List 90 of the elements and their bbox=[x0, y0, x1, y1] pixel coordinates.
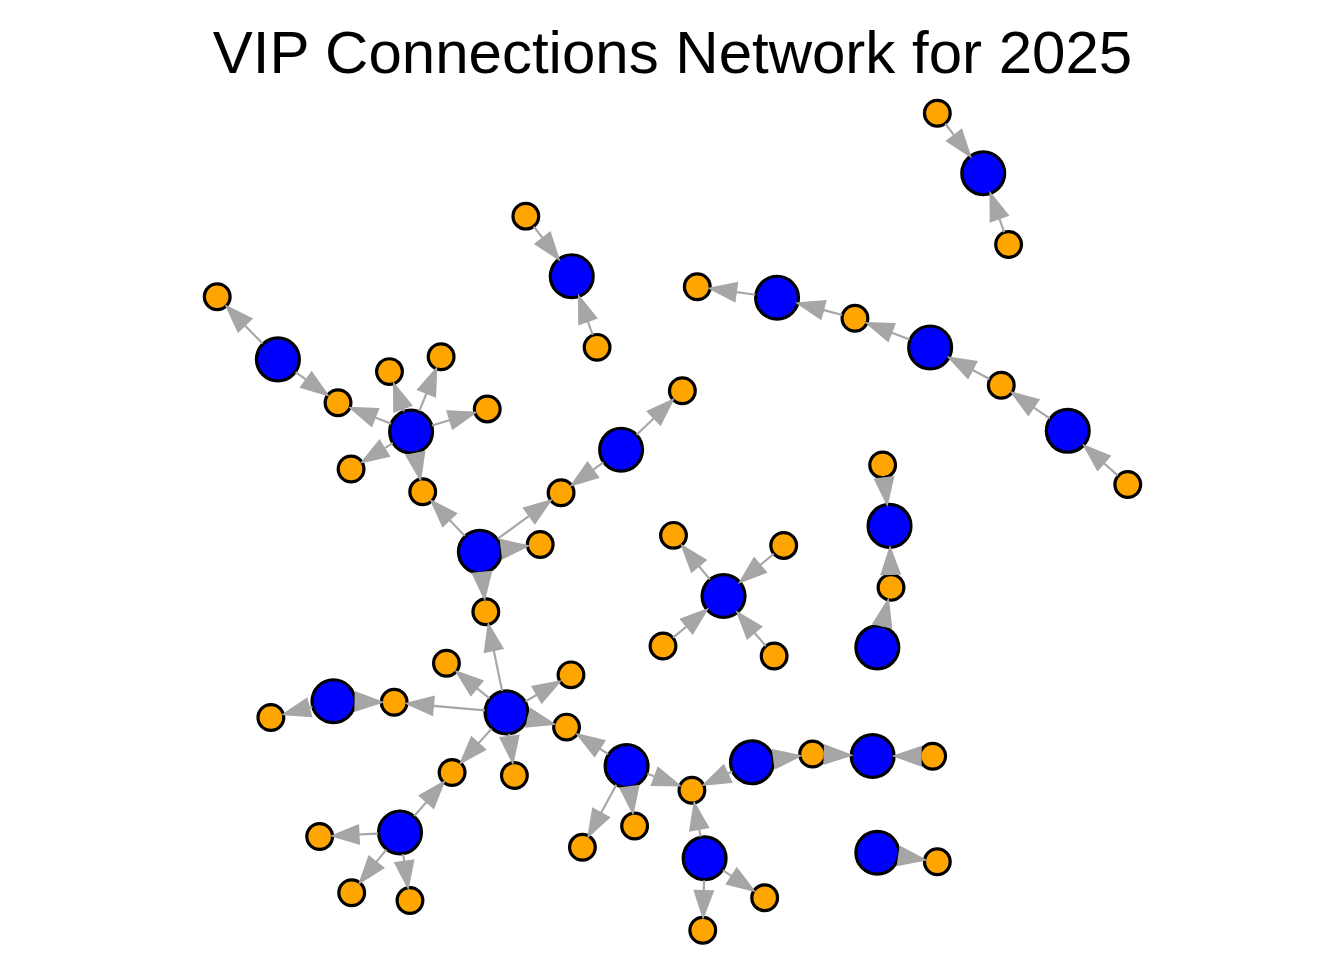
arrow bbox=[586, 784, 617, 839]
node-circle bbox=[759, 641, 789, 671]
arrow bbox=[944, 123, 972, 159]
arrow bbox=[646, 766, 682, 787]
node-circle bbox=[1112, 470, 1142, 499]
node-circle bbox=[687, 915, 717, 945]
node-circle bbox=[648, 631, 677, 661]
arrow bbox=[524, 679, 562, 705]
arrow bbox=[393, 853, 415, 891]
arrow bbox=[224, 304, 263, 345]
node-circle bbox=[922, 847, 952, 877]
diagram-title: VIP Connections Network for 2025 bbox=[212, 19, 1132, 87]
arrow bbox=[568, 460, 604, 487]
arrow bbox=[1008, 390, 1050, 420]
arrow bbox=[329, 824, 378, 845]
node-circle bbox=[667, 376, 697, 406]
node-circle bbox=[556, 660, 585, 690]
arrow bbox=[428, 498, 466, 537]
arrow bbox=[294, 370, 330, 397]
arrow bbox=[412, 779, 446, 817]
arrow bbox=[679, 543, 711, 581]
arrow bbox=[721, 866, 756, 893]
node-circle bbox=[681, 835, 728, 882]
node-circle bbox=[986, 370, 1016, 400]
arrow bbox=[359, 438, 393, 464]
node-circle bbox=[426, 342, 456, 372]
arrow bbox=[458, 728, 492, 766]
node-circle bbox=[840, 303, 869, 333]
node-circle bbox=[304, 821, 334, 851]
node-circle bbox=[525, 530, 555, 559]
arrow bbox=[688, 800, 710, 837]
node-circle bbox=[597, 426, 644, 473]
node-circle bbox=[336, 878, 366, 908]
arrow bbox=[1081, 443, 1119, 477]
arrow bbox=[794, 300, 842, 321]
node-circle bbox=[255, 703, 285, 732]
node-circle bbox=[376, 809, 423, 856]
node-circle bbox=[470, 597, 500, 627]
node-circle bbox=[548, 253, 595, 300]
arrow bbox=[431, 410, 478, 431]
node-circle bbox=[323, 388, 352, 418]
node-circle bbox=[993, 230, 1023, 259]
node-circle bbox=[619, 811, 649, 841]
node-circle bbox=[395, 886, 424, 915]
arrow bbox=[671, 607, 709, 639]
node-circle bbox=[749, 883, 779, 913]
node-circle bbox=[567, 832, 597, 862]
arrow bbox=[403, 695, 485, 717]
node-circle bbox=[753, 274, 800, 321]
node-circle bbox=[437, 758, 467, 787]
node-circle bbox=[700, 572, 747, 619]
arrow bbox=[706, 281, 755, 303]
node-circle bbox=[499, 761, 529, 790]
node-circle bbox=[658, 520, 688, 550]
arrow bbox=[737, 552, 774, 584]
arrow bbox=[532, 225, 560, 262]
node-circle bbox=[431, 648, 461, 678]
arrow bbox=[635, 397, 675, 436]
arrow bbox=[574, 732, 609, 758]
node-circle bbox=[202, 282, 232, 312]
node-circle bbox=[768, 530, 798, 560]
node-circle bbox=[374, 357, 404, 387]
node-circle bbox=[336, 454, 366, 484]
node-circle bbox=[379, 687, 409, 717]
node-circle bbox=[1044, 407, 1091, 454]
node-circle bbox=[546, 478, 576, 508]
arrow bbox=[496, 498, 553, 540]
arrow bbox=[347, 406, 392, 428]
arrow bbox=[989, 190, 1009, 233]
arrow bbox=[577, 293, 598, 336]
node-circle bbox=[472, 394, 502, 424]
node-circle bbox=[849, 732, 896, 779]
node-circle bbox=[682, 272, 712, 302]
node-circle bbox=[959, 150, 1006, 197]
node-circle bbox=[866, 502, 913, 549]
arrow bbox=[416, 366, 437, 412]
node-circle bbox=[922, 98, 952, 128]
node-circle bbox=[906, 324, 953, 371]
arrow bbox=[692, 880, 714, 921]
arrow bbox=[946, 356, 990, 380]
node-circle bbox=[551, 712, 581, 742]
node-circle bbox=[254, 336, 301, 383]
arrow bbox=[483, 621, 504, 692]
arrow bbox=[863, 321, 910, 343]
node-circle bbox=[407, 477, 437, 507]
node-circle bbox=[510, 201, 540, 231]
arrow bbox=[735, 610, 767, 647]
node-circle bbox=[582, 332, 612, 362]
node-circle bbox=[676, 775, 706, 805]
arrow bbox=[453, 669, 490, 700]
